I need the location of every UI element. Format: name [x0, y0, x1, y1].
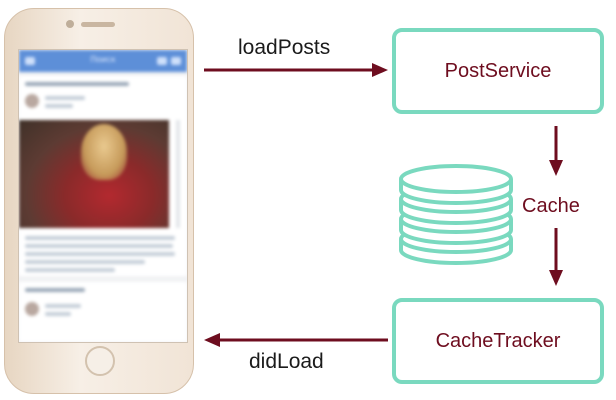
author-line [45, 96, 85, 100]
load-posts-arrow [204, 63, 388, 77]
post-title-line [25, 82, 129, 86]
cache-tracker-node: CacheTracker [392, 298, 604, 384]
menu-icon [25, 57, 35, 65]
did-load-label: didLoad [249, 350, 324, 373]
feed-post [19, 76, 187, 276]
compose-icon [157, 57, 167, 65]
search-icon [171, 57, 181, 65]
load-posts-label: loadPosts [238, 36, 331, 59]
database-icon [399, 164, 513, 265]
phone-screen: Поиск [18, 49, 188, 343]
phone-camera [66, 20, 74, 28]
phone-speaker [81, 22, 115, 27]
post-title-line [25, 288, 85, 292]
date-line [45, 104, 73, 108]
photo-figure [81, 124, 127, 180]
app-title: Поиск [90, 55, 116, 64]
text-line [25, 236, 175, 240]
text-line [25, 260, 145, 264]
phone-home-button [85, 346, 115, 376]
post-service-label: PostService [444, 59, 552, 82]
feed-post-2 [19, 282, 187, 342]
text-line [25, 252, 175, 256]
avatar [25, 302, 39, 316]
did-load-arrow [204, 333, 388, 347]
avatar [25, 94, 39, 108]
text-line [25, 244, 173, 248]
date-line [45, 312, 71, 316]
text-line [25, 268, 115, 272]
cache-to-tracker-arrow [549, 228, 563, 286]
post-service-node: PostService [392, 28, 604, 114]
cache-tracker-label: CacheTracker [435, 329, 561, 352]
author-line [45, 304, 81, 308]
scrollbar [176, 120, 180, 228]
cache-label: Cache [522, 195, 580, 217]
post-to-cache-arrow [549, 126, 563, 176]
post-photo [19, 120, 169, 228]
app-header: Поиск [19, 50, 187, 72]
